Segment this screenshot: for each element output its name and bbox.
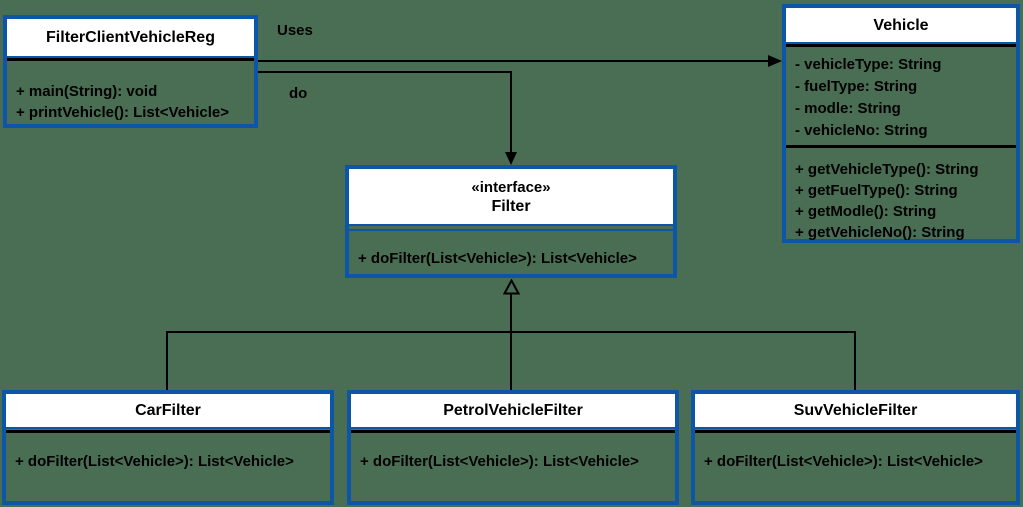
compartment-separator (786, 42, 1016, 44)
compartment-separator (786, 44, 1016, 47)
uses-label: Uses (277, 22, 313, 39)
class-suvvehiclefilter[interactable]: SuvVehicleFilter + doFilter(List<Vehicle… (691, 390, 1020, 505)
class-title: PetrolVehicleFilter (351, 394, 675, 427)
class-title: FilterClientVehicleReg (7, 19, 254, 56)
compartment-separator (6, 427, 330, 429)
compartment-separator (786, 145, 1016, 148)
compartment-separator (351, 430, 675, 433)
class-method: + doFilter(List<Vehicle>): List<Vehicle> (358, 250, 637, 267)
class-title: Filter (491, 197, 531, 215)
class-attribute: - modle: String (795, 100, 901, 117)
realization-line-right-vertical[interactable] (854, 331, 856, 390)
class-filterclientvehiclereg[interactable]: FilterClientVehicleReg + main(String): v… (3, 15, 258, 128)
class-attribute: - vehicleNo: String (795, 122, 928, 139)
class-method: + printVehicle(): List<Vehicle> (16, 104, 229, 121)
uses-association-line[interactable] (258, 60, 770, 62)
do-association-line-horizontal[interactable] (258, 71, 512, 73)
class-title: Vehicle (786, 8, 1016, 42)
realization-line-center-vertical[interactable] (510, 294, 512, 390)
compartment-separator (351, 427, 675, 429)
class-method: + getFuelType(): String (795, 182, 958, 199)
class-carfilter[interactable]: CarFilter + doFilter(List<Vehicle>): Lis… (2, 390, 334, 505)
class-title: SuvVehicleFilter (695, 394, 1016, 427)
class-method: + doFilter(List<Vehicle>): List<Vehicle> (360, 453, 639, 470)
class-method: + doFilter(List<Vehicle>): List<Vehicle> (704, 453, 983, 470)
class-vehicle[interactable]: Vehicle - vehicleType: String - fuelType… (782, 4, 1020, 243)
class-title: CarFilter (6, 394, 330, 427)
compartment-separator (695, 430, 1016, 433)
class-method: + doFilter(List<Vehicle>): List<Vehicle> (15, 453, 294, 470)
do-association-line-vertical[interactable] (510, 71, 512, 154)
compartment-separator (7, 58, 254, 61)
class-method: + getModle(): String (795, 203, 937, 220)
hollow-triangle-arrowhead-icon (503, 279, 520, 295)
realization-line-horizontal[interactable] (166, 331, 856, 333)
compartment-separator (7, 56, 254, 58)
compartment-separator (6, 430, 330, 433)
do-label: do (289, 85, 308, 102)
class-method: + main(String): void (16, 83, 158, 100)
compartment-separator (349, 229, 673, 231)
class-attribute: - vehicleType: String (795, 56, 942, 73)
class-method: + getVehicleNo(): String (795, 224, 965, 241)
interface-filter[interactable]: «interface» Filter + doFilter(List<Vehic… (345, 165, 677, 278)
class-method: + getVehicleType(): String (795, 161, 979, 178)
filled-arrowhead-right-icon (768, 55, 782, 67)
compartment-separator (349, 224, 673, 226)
interface-stereotype: «interface» (471, 178, 551, 196)
compartment-separator (695, 427, 1016, 429)
class-petrolvehiclefilter[interactable]: PetrolVehicleFilter + doFilter(List<Vehi… (347, 390, 679, 505)
realization-line-left-vertical[interactable] (166, 331, 168, 390)
class-attribute: - fuelType: String (795, 78, 918, 95)
filled-arrowhead-down-icon (505, 152, 517, 165)
